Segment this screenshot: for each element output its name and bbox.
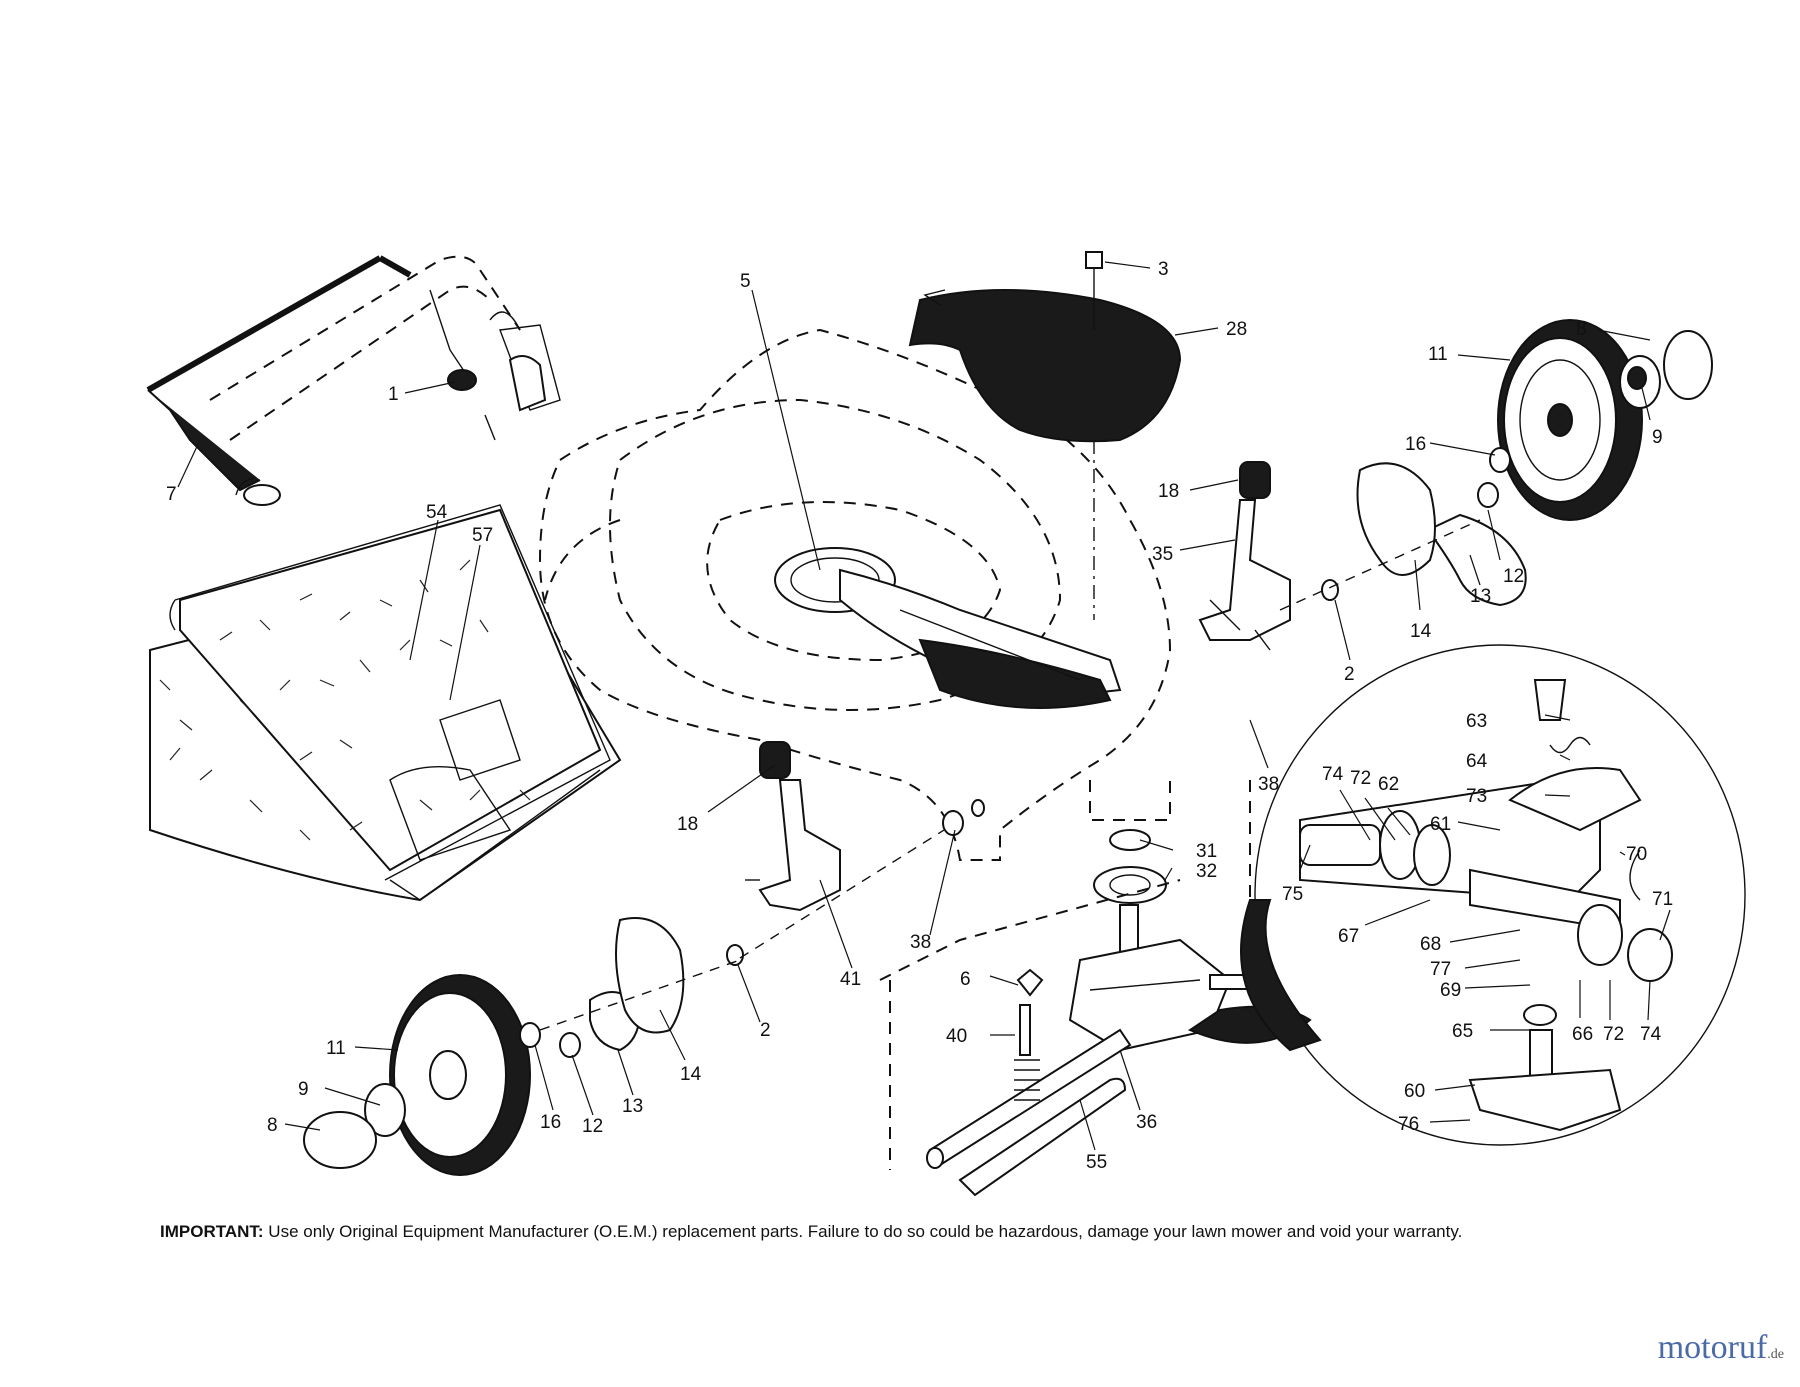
callout-57: 57 <box>472 525 493 546</box>
callout-75: 75 <box>1282 884 1303 905</box>
callout-11-lower: 11 <box>326 1038 346 1059</box>
detail-inset <box>1240 644 1746 1146</box>
callout-55: 55 <box>1086 1152 1107 1173</box>
callout-41: 41 <box>840 969 861 990</box>
notice-text: Use only Original Equipment Manufacturer… <box>268 1222 1463 1241</box>
callout-32: 32 <box>1196 861 1217 882</box>
callout-69: 69 <box>1440 980 1461 1001</box>
callout-76: 76 <box>1398 1114 1419 1135</box>
callout-77: 77 <box>1430 959 1451 980</box>
callout-54: 54 <box>426 502 448 523</box>
callout-18-lower: 18 <box>677 814 698 835</box>
callout-8-lower: 8 <box>267 1115 278 1136</box>
callout-71: 71 <box>1652 889 1673 910</box>
callout-63: 63 <box>1466 711 1487 732</box>
important-notice: IMPORTANT: Use only Original Equipment M… <box>160 1222 1660 1242</box>
callout-72: 72 <box>1350 768 1371 789</box>
grass-catcher-texture <box>159 559 531 841</box>
callout-72-lower: 72 <box>1603 1024 1624 1045</box>
callout-9-lower: 9 <box>298 1079 309 1100</box>
callout-67: 67 <box>1338 926 1359 947</box>
callout-12-lower: 12 <box>582 1116 603 1137</box>
callout-13: 13 <box>1470 586 1491 607</box>
callout-62: 62 <box>1378 774 1399 795</box>
callout-14: 14 <box>1410 621 1432 642</box>
callout-64: 64 <box>1466 751 1488 772</box>
callout-65: 65 <box>1452 1021 1473 1042</box>
callout-5: 5 <box>740 271 751 292</box>
callout-38: 38 <box>1258 774 1279 795</box>
callout-12: 12 <box>1503 566 1524 587</box>
transmission-assembly <box>879 780 1312 1197</box>
grass-catcher <box>149 504 622 902</box>
callout-14-lower: 14 <box>680 1064 702 1085</box>
callout-38-lower: 38 <box>910 932 931 953</box>
callout-16-lower: 16 <box>540 1112 561 1133</box>
notice-label: IMPORTANT: <box>160 1222 264 1241</box>
site-watermark: motoruf.de <box>1658 1329 1784 1367</box>
rear-wheel-right <box>1279 319 1713 611</box>
callout-31: 31 <box>1196 841 1217 862</box>
watermark-text: motoruf <box>1657 1329 1768 1366</box>
callout-9: 9 <box>1652 427 1663 448</box>
callout-36: 36 <box>1136 1112 1157 1133</box>
callout-66: 66 <box>1572 1024 1593 1045</box>
callout-8: 8 <box>1576 319 1587 340</box>
callout-70: 70 <box>1626 844 1647 865</box>
callout-61: 61 <box>1430 814 1451 835</box>
callout-13-lower: 13 <box>622 1096 643 1117</box>
callout-18: 18 <box>1158 481 1179 502</box>
callout-68: 68 <box>1420 934 1441 955</box>
callout-40: 40 <box>946 1026 967 1047</box>
height-adjuster-left <box>745 741 841 912</box>
watermark-tld: .de <box>1767 1347 1784 1362</box>
callout-leaders <box>177 261 1671 1151</box>
callout-3: 3 <box>1158 259 1169 280</box>
callout-35: 35 <box>1152 544 1173 565</box>
callout-6: 6 <box>960 969 971 990</box>
callout-16: 16 <box>1405 434 1426 455</box>
callout-74-lower: 74 <box>1640 1024 1662 1045</box>
callout-1: 1 <box>388 384 399 405</box>
rear-discharge-cover <box>908 251 1182 620</box>
callout-2-lower: 2 <box>760 1020 771 1041</box>
height-adjuster-right <box>1198 461 1291 651</box>
drive-belt-bracket <box>774 547 1122 709</box>
callout-73: 73 <box>1466 786 1487 807</box>
handle-assembly <box>146 255 561 506</box>
callout-60: 60 <box>1404 1081 1425 1102</box>
callout-11: 11 <box>1428 344 1448 365</box>
callout-74: 74 <box>1322 764 1344 785</box>
callout-7: 7 <box>166 484 177 505</box>
callout-2: 2 <box>1344 664 1355 685</box>
callout-28: 28 <box>1226 319 1247 340</box>
mower-deck <box>538 328 1172 861</box>
callout-labels: 3 28 5 8 11 9 16 12 13 14 18 35 2 1 7 54… <box>166 259 1673 1173</box>
